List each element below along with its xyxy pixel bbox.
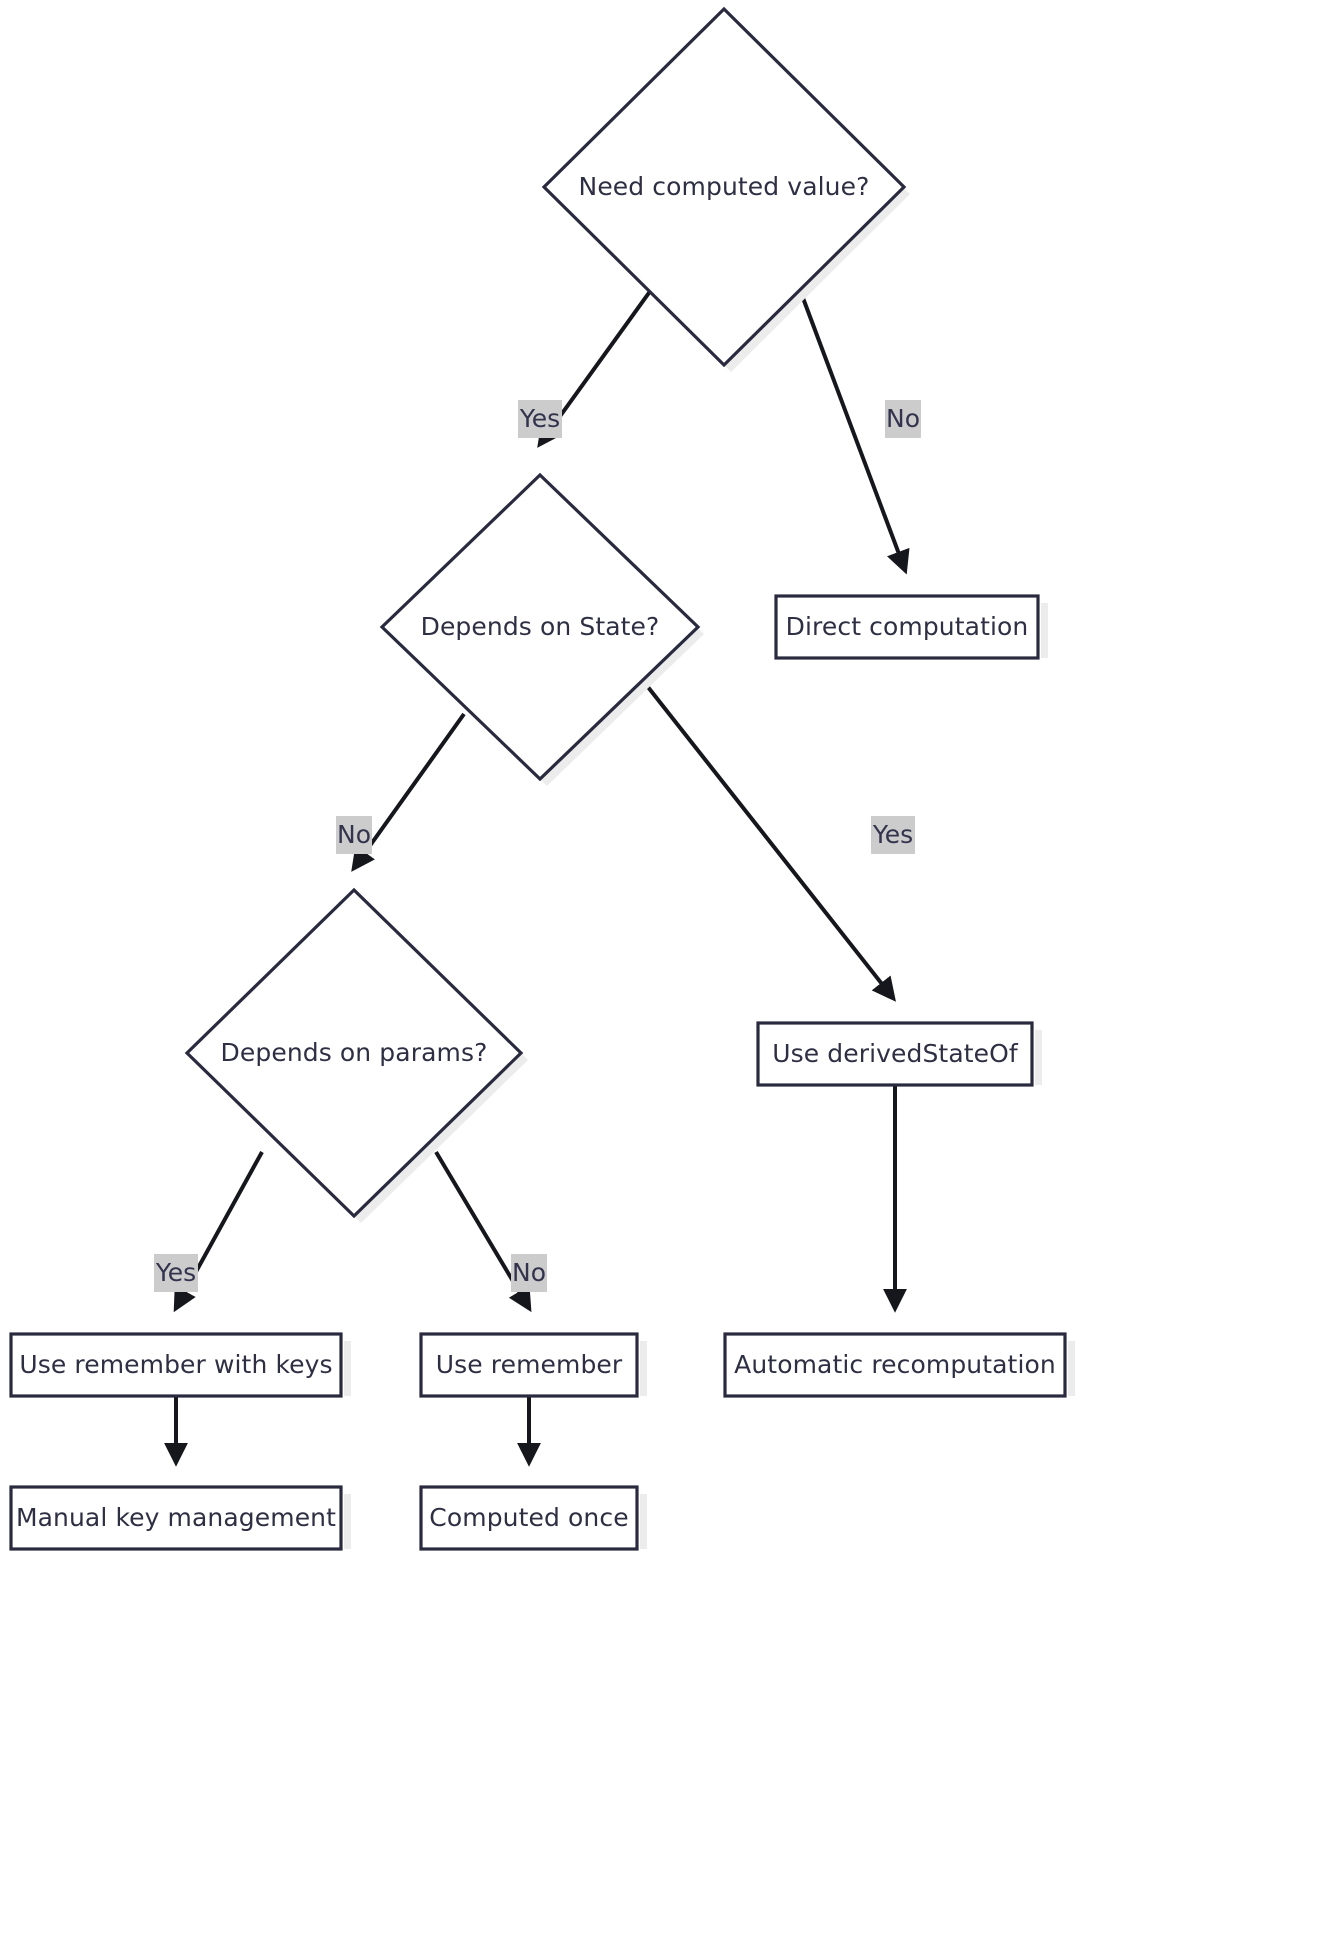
edge-label-badge: [871, 816, 915, 854]
edges-layer: [164, 288, 910, 1467]
node-use-derivedstateof[interactable]: Use derivedStateOf: [756, 1021, 1034, 1087]
shadow-depends-on-state: [540, 627, 704, 786]
edge-label-state-no: No: [336, 816, 372, 854]
edge-state-no-params: [351, 712, 466, 872]
rect-shape[interactable]: [9, 1485, 343, 1551]
edge-label-badge: [154, 1254, 198, 1292]
edge-label-params-no: No: [511, 1254, 547, 1292]
rect-shape[interactable]: [419, 1332, 639, 1398]
rect-shape[interactable]: [9, 1332, 343, 1398]
node-manual-key-management[interactable]: Manual key management: [9, 1485, 343, 1551]
edge-label-state-no-text: No: [337, 820, 371, 849]
edge-label-params-no-text: No: [512, 1258, 546, 1287]
diamond-shape[interactable]: [184, 887, 524, 1219]
edge-labels-layer: Yes No No Yes Yes No: [154, 400, 921, 1292]
shadow-use-remember-with-keys: [344, 1341, 351, 1396]
edge-label-params-yes-text: Yes: [155, 1258, 196, 1287]
edge-label-badge: [518, 400, 562, 438]
node-use-derivedstateof-label: Use derivedStateOf: [772, 1039, 1019, 1068]
shadow-direct-computation: [1041, 603, 1048, 658]
shadow-manual-key-management: [344, 1494, 351, 1549]
shadow-use-derivedstateof: [1035, 1030, 1042, 1085]
edge-label-badge: [885, 400, 921, 438]
node-automatic-recomputation-label: Automatic recomputation: [734, 1350, 1056, 1379]
node-direct-computation-label: Direct computation: [786, 612, 1029, 641]
node-depends-on-state[interactable]: Depends on State?: [379, 472, 701, 782]
node-depends-on-params[interactable]: Depends on params?: [184, 887, 524, 1219]
shadow-automatic-recomputation: [1068, 1341, 1075, 1396]
edge-state-yes-derived: [642, 680, 896, 1002]
shadow-computed-once: [640, 1494, 647, 1549]
edge-label-state-yes: Yes: [871, 816, 915, 854]
node-use-remember-with-keys-label: Use remember with keys: [19, 1350, 332, 1379]
node-manual-key-management-label: Manual key management: [16, 1503, 336, 1532]
edge-need-no-direct: [798, 289, 910, 575]
node-computed-once-label: Computed once: [429, 1503, 628, 1532]
edge-label-need-no-text: No: [886, 404, 920, 433]
node-need-computed-value-label: Need computed value?: [579, 172, 870, 201]
rect-shape[interactable]: [774, 594, 1040, 660]
edge-label-state-yes-text: Yes: [872, 820, 913, 849]
rect-shape[interactable]: [419, 1485, 639, 1551]
node-use-remember-with-keys[interactable]: Use remember with keys: [9, 1332, 343, 1398]
nodes-layer: Need computed value? Direct computation …: [9, 6, 1067, 1551]
edge-label-badge: [511, 1254, 547, 1292]
node-use-remember[interactable]: Use remember: [419, 1332, 639, 1398]
shadow-use-remember: [640, 1341, 647, 1396]
diamond-shape[interactable]: [541, 6, 907, 368]
edge-label-need-no: No: [885, 400, 921, 438]
node-depends-on-state-label: Depends on State?: [421, 612, 660, 641]
diamond-shape[interactable]: [379, 472, 701, 782]
node-depends-on-params-label: Depends on params?: [221, 1038, 488, 1067]
rect-shape[interactable]: [723, 1332, 1067, 1398]
shadow-depends-on-params: [354, 1053, 528, 1223]
node-need-computed-value[interactable]: Need computed value?: [541, 6, 907, 368]
node-use-remember-label: Use remember: [436, 1350, 623, 1379]
edge-label-badge: [336, 816, 372, 854]
edge-label-need-yes: Yes: [518, 400, 562, 438]
edge-label-params-yes: Yes: [154, 1254, 198, 1292]
rect-shape[interactable]: [756, 1021, 1034, 1087]
node-shadows-layer: [344, 187, 1075, 1549]
shadow-need-computed-value: [724, 187, 910, 372]
node-automatic-recomputation[interactable]: Automatic recomputation: [723, 1332, 1067, 1398]
edge-label-need-yes-text: Yes: [519, 404, 560, 433]
node-computed-once[interactable]: Computed once: [419, 1485, 639, 1551]
node-direct-computation[interactable]: Direct computation: [774, 594, 1040, 660]
